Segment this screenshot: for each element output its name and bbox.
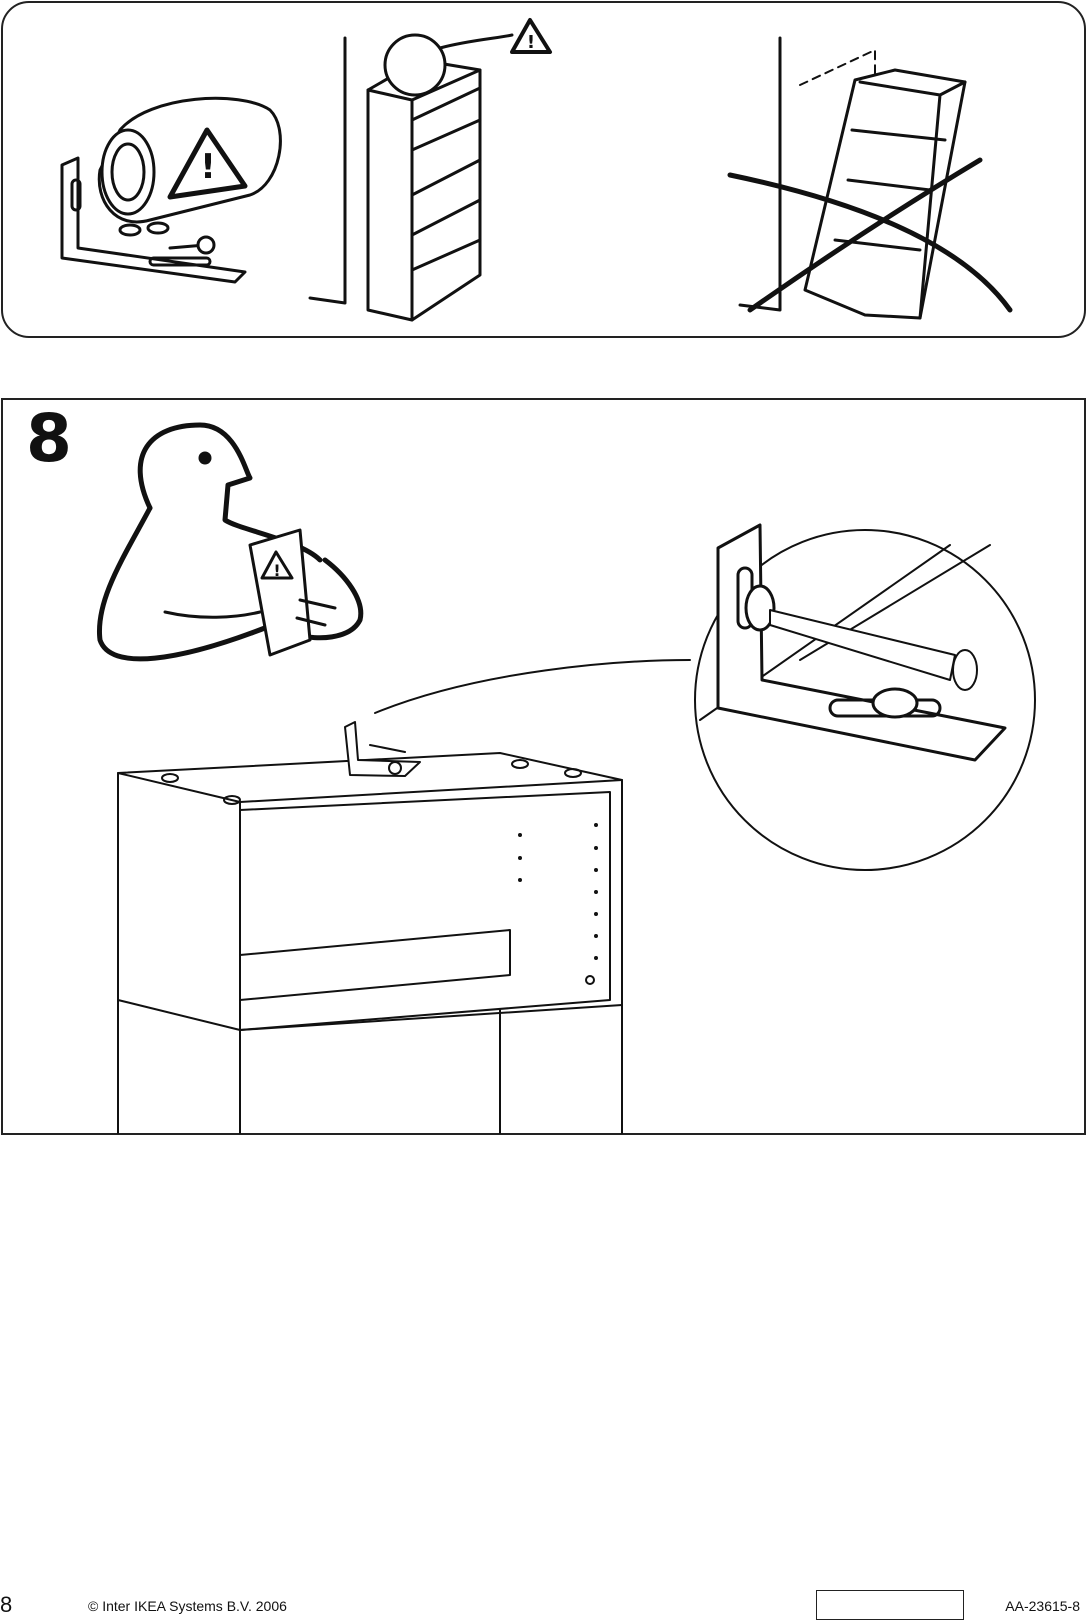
cabinet-illustration bbox=[118, 722, 622, 1133]
page-number: 8 bbox=[0, 1592, 12, 1618]
bracket-detail-callout bbox=[695, 525, 1035, 870]
warning-exclamation: ! bbox=[273, 561, 280, 580]
step-illustrations: ! bbox=[0, 0, 1088, 1140]
label-box bbox=[816, 1590, 964, 1620]
person-reading-instructions-illustration bbox=[99, 425, 360, 659]
shelf-pin-holes bbox=[518, 823, 598, 960]
document-code: AA-23615-8 bbox=[1005, 1598, 1080, 1614]
copyright-notice: © Inter IKEA Systems B.V. 2006 bbox=[88, 1598, 287, 1614]
